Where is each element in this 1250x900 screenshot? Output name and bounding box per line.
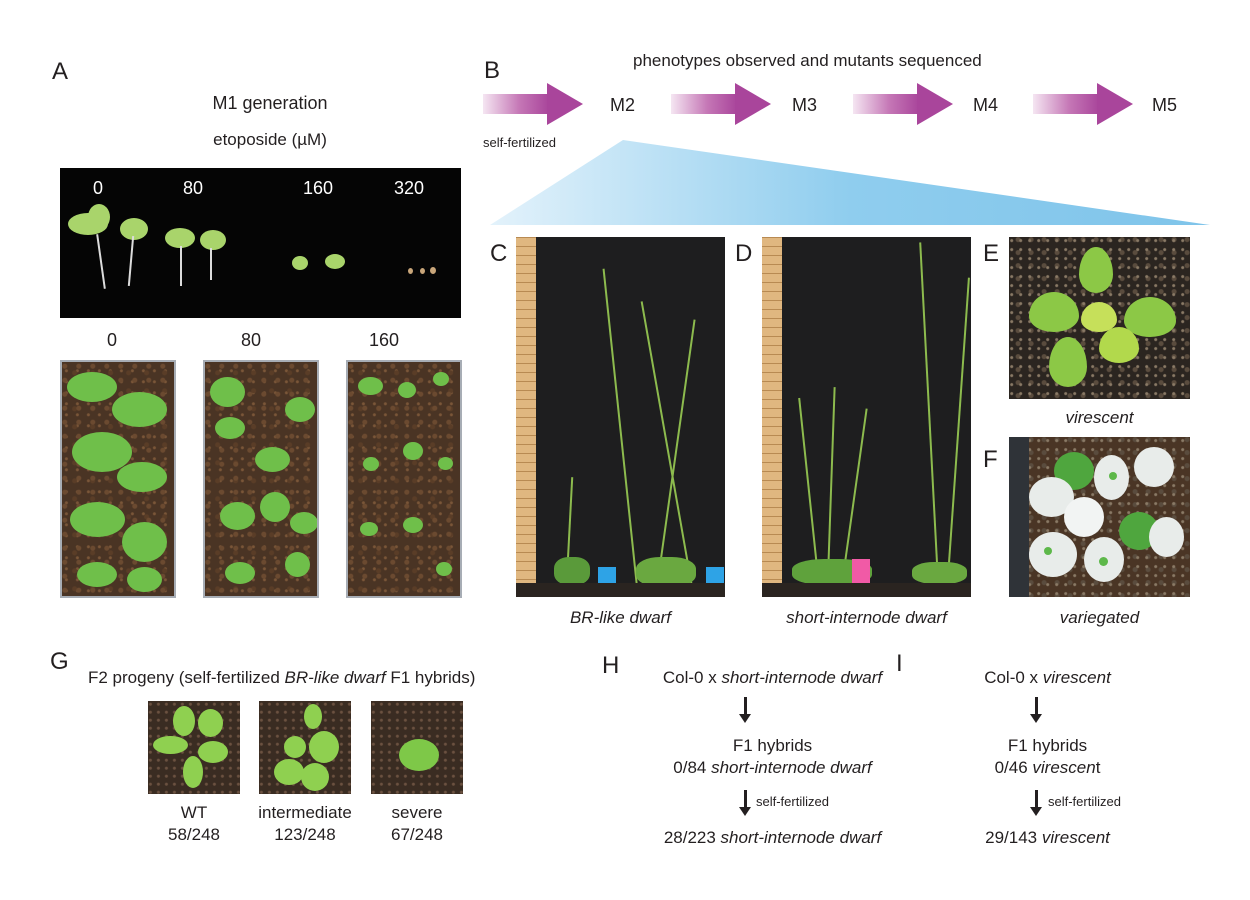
tray-dose-label: 160 xyxy=(369,330,400,350)
dose-label: 0 xyxy=(93,178,104,198)
f2-wt-photo xyxy=(148,701,240,794)
f2-class-label: WT xyxy=(180,803,208,822)
generation-m2: M2 xyxy=(610,95,636,115)
panel-a-subtitle: etoposide (µM) xyxy=(213,130,327,149)
h-f1-label: F1 hybrids xyxy=(732,736,813,755)
i-cross: Col-0 x virescent xyxy=(984,668,1111,687)
panel-a-title: M1 generation xyxy=(212,93,328,113)
panel-g-letter: G xyxy=(50,648,69,675)
dose-label: 80 xyxy=(183,178,204,198)
panel-f-letter: F xyxy=(983,446,998,473)
down-arrow-icon xyxy=(739,697,751,723)
dose-label: 320 xyxy=(394,178,425,198)
tray-photo-160 xyxy=(346,360,462,598)
i-f2-count: 29/143 virescent xyxy=(985,828,1110,847)
panel-i-letter: I xyxy=(896,650,903,677)
tray-photo-0 xyxy=(60,360,176,598)
panel-g-title: F2 progeny (self-fertilized BR-like dwar… xyxy=(88,668,476,687)
down-arrow-icon xyxy=(1030,790,1042,816)
generation-arrow xyxy=(1033,83,1133,125)
generation-arrow xyxy=(671,83,771,125)
m1-seedlings-photo: 0 80 160 320 xyxy=(60,168,461,318)
h-f2-count: 28/223 short-internode dwarf xyxy=(663,828,882,847)
panel-e-letter: E xyxy=(983,240,1000,267)
variegated-photo xyxy=(1009,437,1190,597)
br-like-dwarf-photo xyxy=(516,237,725,597)
tray-photo-80 xyxy=(203,360,319,598)
panel-d-letter: D xyxy=(735,240,753,267)
short-internode-dwarf-caption: short-internode dwarf xyxy=(786,608,947,627)
short-internode-dwarf-photo xyxy=(762,237,971,597)
i-f1-label: F1 hybrids xyxy=(1007,736,1088,755)
generation-arrow xyxy=(853,83,953,125)
panel-h-letter: H xyxy=(602,652,620,679)
f2-class-count: 123/248 xyxy=(274,825,336,844)
i-self-fertilized-label: self-fertilized xyxy=(1048,794,1121,809)
down-arrow-icon xyxy=(1030,697,1042,723)
tray-dose-label: 80 xyxy=(241,330,262,350)
i-f1-count: 0/46 virescent xyxy=(994,758,1101,777)
generation-m5: M5 xyxy=(1152,95,1178,115)
f2-class-label: severe xyxy=(391,803,443,822)
generation-arrow xyxy=(483,83,583,125)
virescent-photo xyxy=(1009,237,1190,399)
panel-a-letter: A xyxy=(52,58,69,85)
panel-c-letter: C xyxy=(490,240,508,267)
h-f1-count: 0/84 short-internode dwarf xyxy=(673,758,872,777)
variegated-caption: variegated xyxy=(1059,608,1140,627)
down-arrow-icon xyxy=(739,790,751,816)
f2-severe-photo xyxy=(371,701,463,794)
panel-b-header: phenotypes observed and mutants sequence… xyxy=(633,51,982,70)
dose-label: 160 xyxy=(303,178,334,198)
f2-intermediate-photo xyxy=(259,701,351,794)
generation-m3: M3 xyxy=(792,95,818,115)
m2-expansion-wedge xyxy=(490,140,1210,225)
h-self-fertilized-label: self-fertilized xyxy=(756,794,829,809)
self-fertilized-label: self-fertilized xyxy=(483,135,556,150)
f2-class-count: 58/248 xyxy=(168,825,220,844)
f2-class-label: intermediate xyxy=(258,803,352,822)
br-like-dwarf-caption: BR-like dwarf xyxy=(569,608,672,627)
tray-dose-label: 0 xyxy=(107,330,118,350)
f2-class-count: 67/248 xyxy=(391,825,443,844)
generation-m4: M4 xyxy=(973,95,999,115)
h-cross: Col-0 x short-internode dwarf xyxy=(662,668,883,687)
panel-b-letter: B xyxy=(484,57,501,84)
virescent-caption: virescent xyxy=(1065,408,1134,427)
